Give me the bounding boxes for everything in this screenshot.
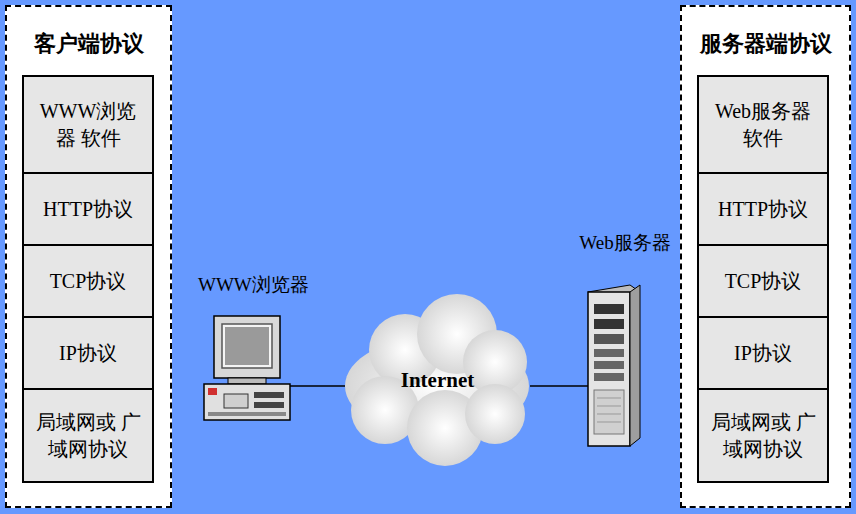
layer-label: WWW浏览器 软件 xyxy=(32,98,144,152)
network-link xyxy=(308,385,345,387)
layer-label: IP协议 xyxy=(734,340,792,367)
protocol-layer-box: HTTP协议 xyxy=(22,172,154,246)
panel-title: 服务器端协议 xyxy=(682,29,849,59)
protocol-layer-box: TCP协议 xyxy=(697,244,829,318)
layer-label: HTTP协议 xyxy=(43,196,133,223)
device-label: Web服务器 xyxy=(575,230,675,256)
browser-computer: WWW浏览器 xyxy=(198,272,308,424)
web-server: Web服务器 xyxy=(575,230,675,448)
layer-label: 局域网或 广域网协议 xyxy=(32,409,144,463)
network-link xyxy=(530,385,575,387)
internet-cloud: Internet xyxy=(345,290,530,470)
layer-label: IP协议 xyxy=(59,340,117,367)
layer-label: HTTP协议 xyxy=(718,196,808,223)
protocol-layer-box: IP协议 xyxy=(697,316,829,390)
panel-title: 客户端协议 xyxy=(7,29,170,59)
layer-label: TCP协议 xyxy=(50,268,127,295)
protocol-layer-box: WWW浏览器 软件 xyxy=(22,75,154,174)
layer-label: TCP协议 xyxy=(725,268,802,295)
protocol-layer-box: IP协议 xyxy=(22,316,154,390)
protocol-layer-box: Web服务器 软件 xyxy=(697,75,829,174)
device-label: WWW浏览器 xyxy=(198,272,308,298)
device-label: Internet xyxy=(401,368,474,393)
server-icon xyxy=(575,230,675,448)
protocol-layer-box: TCP协议 xyxy=(22,244,154,318)
protocol-layer-box: HTTP协议 xyxy=(697,172,829,246)
protocol-layer-box: 局域网或 广域网协议 xyxy=(22,388,154,483)
layer-label: Web服务器 软件 xyxy=(707,98,819,152)
protocol-layer-box: 局域网或 广域网协议 xyxy=(697,388,829,483)
layer-label: 局域网或 广域网协议 xyxy=(707,409,819,463)
protocol-panel: 服务器端协议 Web服务器 软件 HTTP协议 TCP协议 IP协议局域网或 广域网协议 xyxy=(680,5,851,508)
protocol-panel: 客户端协议 WWW浏览器 软件 HTTP协议 TCP协议 IP协议局域网或 广域网协议 xyxy=(5,5,172,508)
